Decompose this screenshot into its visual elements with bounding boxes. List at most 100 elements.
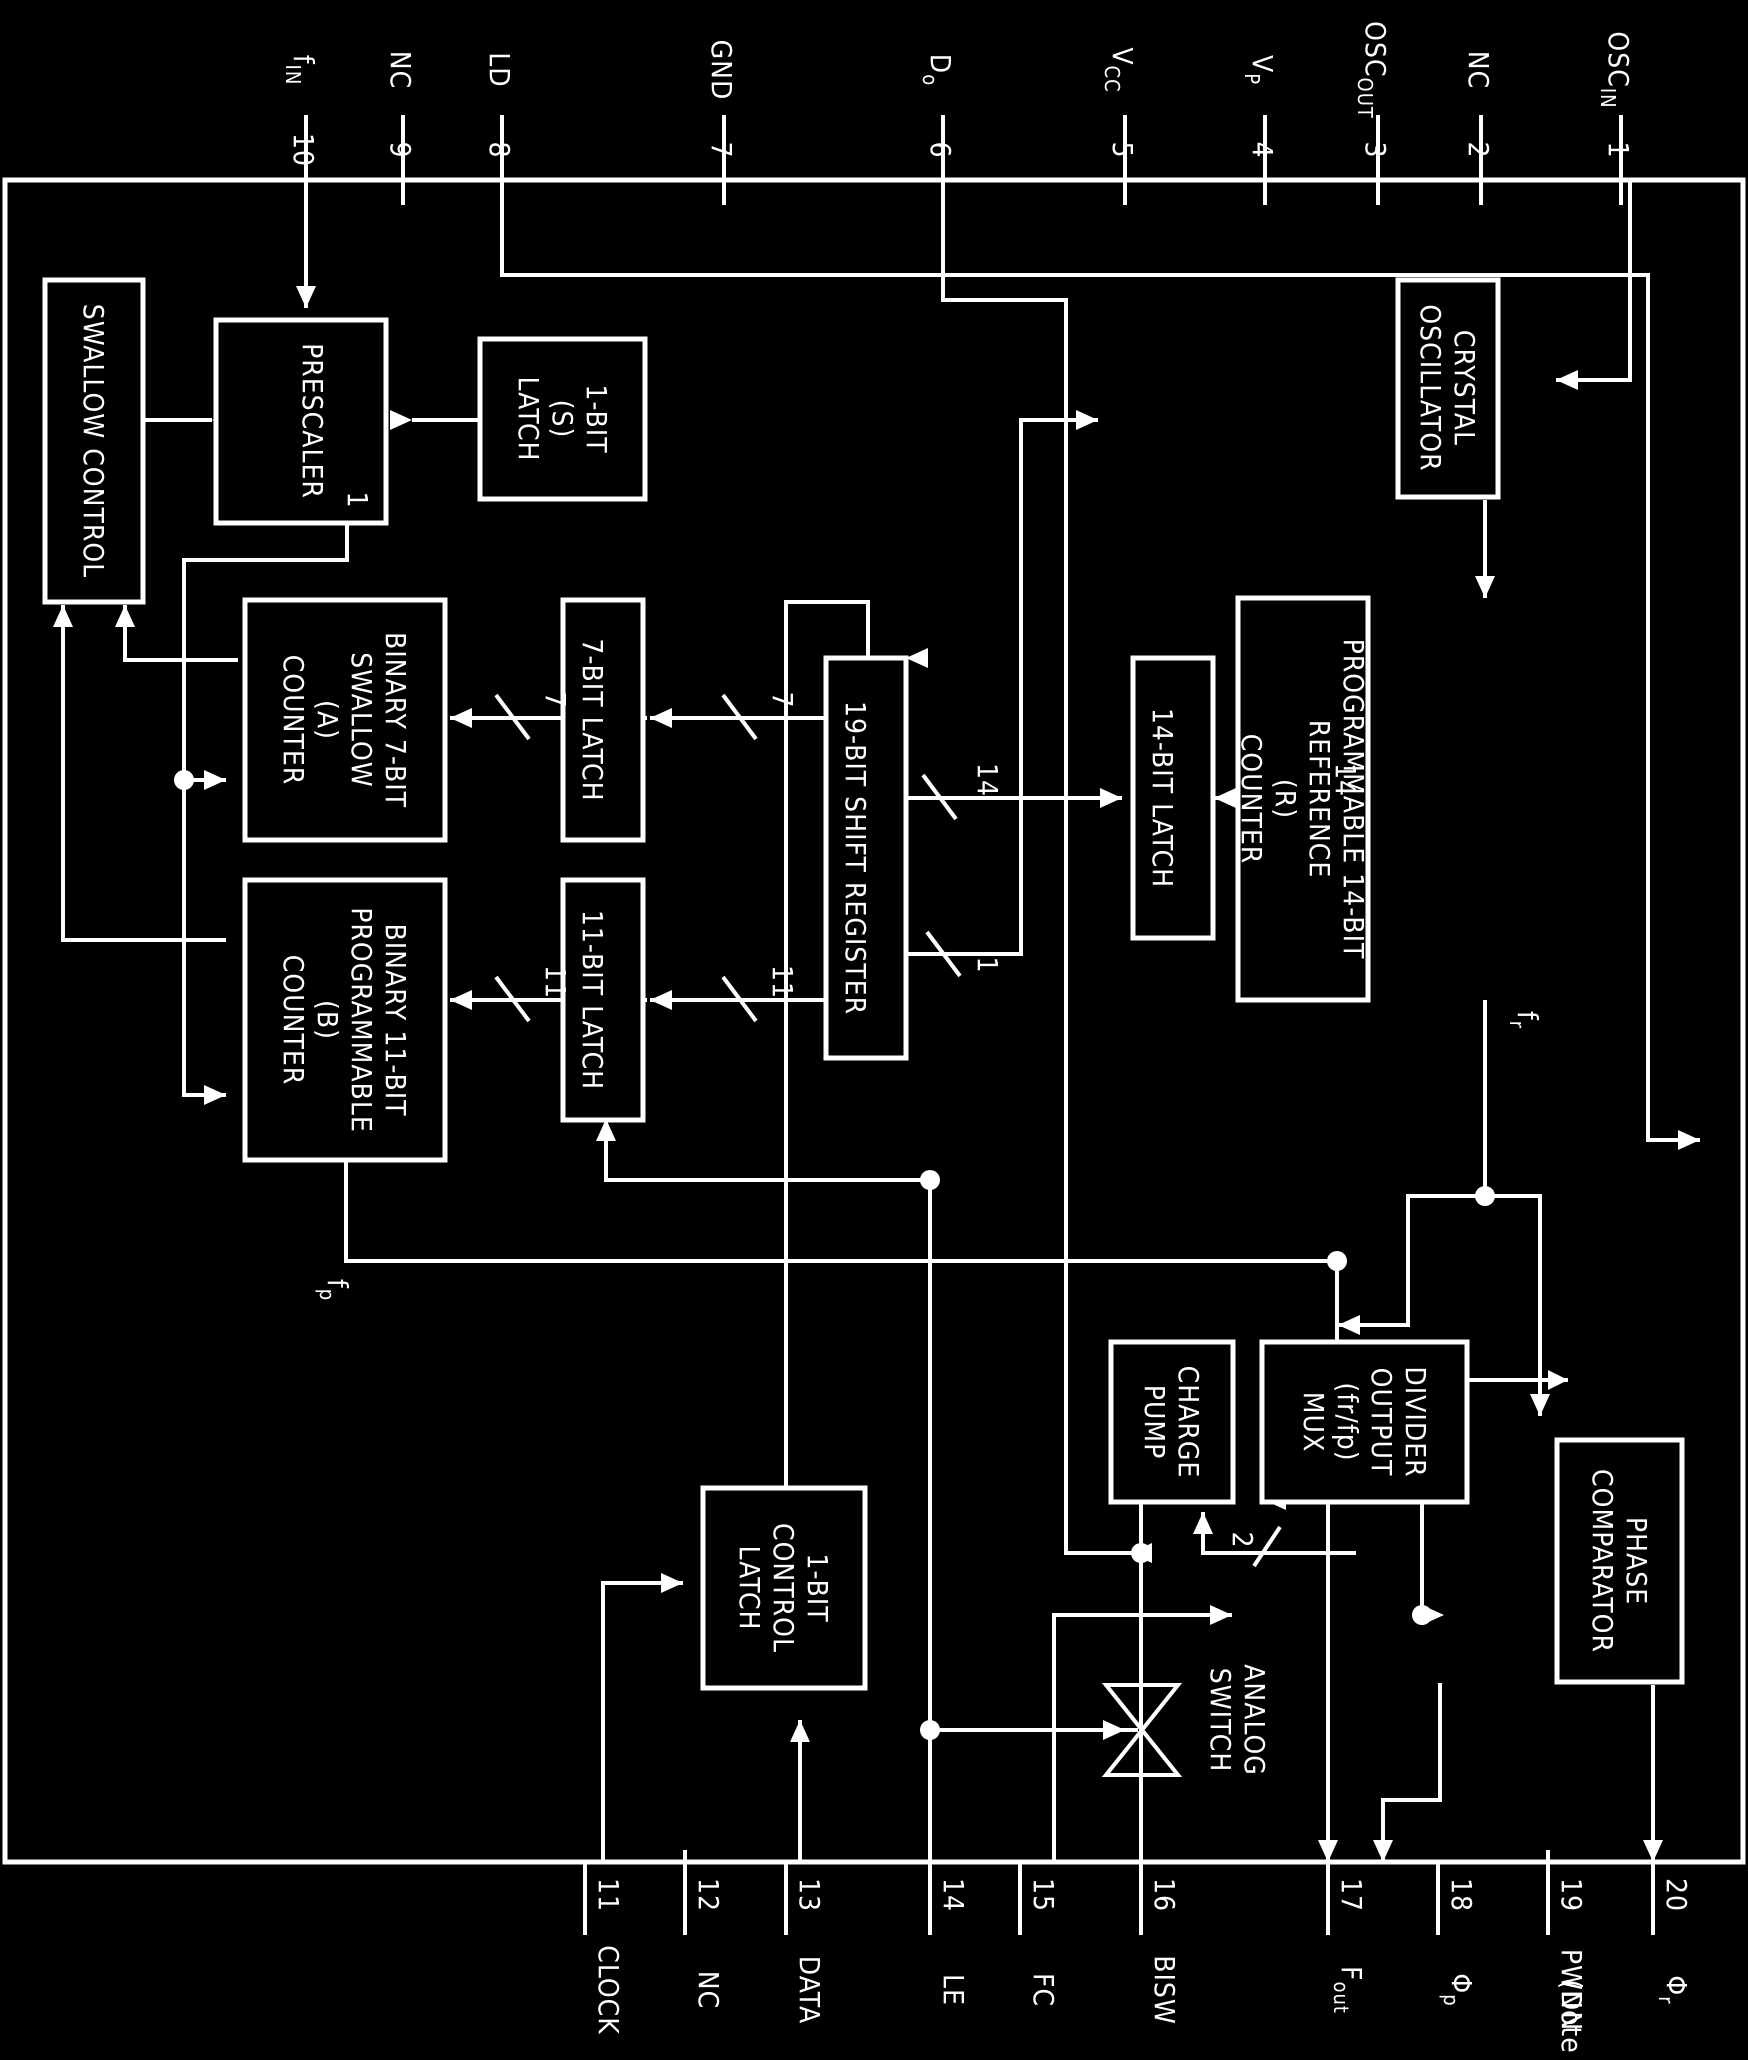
- swallow-counter-label-line-3: COUNTER: [277, 655, 310, 786]
- reference-counter-label-line-1: REFERENCE: [1303, 720, 1336, 879]
- control-latch-label-line-1: CONTROL: [767, 1523, 800, 1653]
- pin-top-7-name: GND: [705, 40, 738, 101]
- bus-width-sr-11: 11: [766, 965, 799, 999]
- pin-top-3-name: OSCOUT: [1353, 21, 1392, 119]
- chip-outline: [2, 177, 1746, 1865]
- control-latch-label-line-2: LATCH: [733, 1545, 766, 1630]
- pin-top-2-number: 2: [1462, 141, 1495, 158]
- swallow-counter-label-line-1: SWALLOW: [345, 652, 378, 787]
- prescaler-label-line-0: PRESCALER: [296, 343, 329, 499]
- pin-bottom-15-name: FC: [1027, 1973, 1060, 2007]
- pin-top-9-number: 9: [384, 141, 417, 158]
- divider-mux-label-line-3: MUX: [1297, 1392, 1330, 1452]
- control-latch-label-line-0: 1-BIT: [801, 1553, 834, 1622]
- analog-switch: [1101, 1683, 1183, 1777]
- latch-1s-label-line-2: LATCH: [512, 376, 545, 461]
- signal-fp-label: fp: [315, 1279, 354, 1301]
- swallow-counter-label-line-0: BINARY 7-BIT: [379, 632, 412, 808]
- analog-switch-label-line-0: ANALOG: [1238, 1664, 1271, 1776]
- latch-14-label-line-0: 14-BIT LATCH: [1146, 708, 1179, 888]
- divider-mux-label-line-2: (fr/fp): [1331, 1382, 1364, 1461]
- latch-7-block: [560, 597, 646, 843]
- pin-top-8-number: 8: [483, 141, 516, 158]
- pin-top-1-name: OSCIN: [1596, 31, 1635, 108]
- pin-top-2-name: NC: [1462, 51, 1495, 89]
- pin-bottom-15-number: 15: [1027, 1878, 1060, 1912]
- latch-14-block: [1130, 655, 1216, 941]
- bus-width-sr-14: 14: [971, 763, 1004, 797]
- shift-register-block: [823, 655, 909, 1061]
- analog-switch-label-line-1: SWITCH: [1204, 1668, 1237, 1773]
- pin-bottom-20-name: Φr: [1654, 1975, 1693, 2004]
- latch-1s-block: [477, 336, 648, 502]
- crystal-oscillator-label-line-1: OSCILLATOR: [1414, 304, 1447, 471]
- swallow-control-label-line-0: SWALLOW CONTROL: [77, 304, 110, 578]
- pin-bottom-19-note: (Note 2): [1555, 1979, 1588, 2060]
- pin-top-1-number: 1: [1602, 141, 1635, 158]
- pin-bottom-14-number: 14: [937, 1878, 970, 1912]
- pin-bottom-18-name: Φp: [1439, 1973, 1478, 2006]
- reference-counter-label-line-3: COUNTER: [1235, 734, 1268, 865]
- prog-counter-label-line-1: PROGRAMMABLE: [345, 907, 378, 1133]
- pin-bottom-11-number: 11: [592, 1878, 625, 1912]
- bus-width-comp-pump: 2: [1226, 1531, 1259, 1548]
- pin-bottom-11-name: CLOCK: [592, 1945, 625, 2035]
- prog-counter-label-line-0: BINARY 11-BIT: [379, 923, 412, 1116]
- prescaler-block: [213, 317, 389, 526]
- reference-counter-label-line-0: PROGRAMMABLE 14-BIT: [1337, 639, 1370, 960]
- divider-mux-block: [1259, 1339, 1470, 1505]
- pin-bottom-12-name: NC: [692, 1971, 725, 2009]
- pin-top-4-number: 4: [1246, 141, 1279, 158]
- crystal-oscillator-label-line-0: CRYSTAL: [1448, 330, 1481, 446]
- pin-top-10-number: 10: [287, 133, 320, 167]
- bus-width-latch11-counter: 11: [539, 965, 572, 999]
- pin-bottom-16-name: BISW: [1148, 1955, 1181, 2025]
- swallow-control-block: [42, 277, 146, 605]
- pin-top-3-number: 3: [1359, 141, 1392, 158]
- charge-pump-label-line-1: PUMP: [1138, 1385, 1171, 1460]
- pin-top-6-name: Do: [918, 54, 957, 86]
- phase-comparator-block: [1554, 1437, 1685, 1685]
- control-latch-block: [700, 1485, 868, 1691]
- latch-7-label-line-0: 7-BIT LATCH: [576, 638, 609, 801]
- latch-11-block: [560, 877, 646, 1123]
- pin-bottom-13-number: 13: [793, 1878, 826, 1912]
- pin-top-4-name: VP: [1240, 55, 1279, 85]
- pin-top-7-number: 7: [705, 141, 738, 158]
- pin-top-10-name: fIN: [281, 55, 320, 86]
- latch-11-label-line-0: 11-BIT LATCH: [576, 910, 609, 1090]
- pin-top-8-name: LD: [483, 52, 516, 87]
- pin-bottom-17-name: Fout: [1329, 1966, 1368, 2014]
- phase-comparator-label-line-0: PHASE: [1620, 1517, 1653, 1605]
- pin-top-9-name: NC: [384, 51, 417, 89]
- crystal-oscillator-block: [1395, 277, 1501, 500]
- pin-top-5-number: 5: [1106, 141, 1139, 158]
- divider-mux-label-line-1: OUTPUT: [1365, 1368, 1398, 1477]
- pin-bottom-12-number: 12: [692, 1878, 725, 1912]
- pin-bottom-13-name: DATA: [793, 1956, 826, 2024]
- prog-counter-label-line-3: COUNTER: [277, 955, 310, 1086]
- bus-width-latch14-ref: 14: [1329, 763, 1362, 797]
- latch-1s-label-line-1: (S): [546, 400, 579, 439]
- pin-top-5-name: VCC: [1100, 47, 1139, 92]
- charge-pump-label-line-0: CHARGE: [1172, 1366, 1205, 1479]
- pin-top-6-number: 6: [924, 141, 957, 158]
- latch-1s-label-line-0: 1-BIT: [580, 384, 613, 453]
- divider-mux-label-line-0: DIVIDER: [1399, 1366, 1432, 1477]
- charge-pump-block: [1108, 1339, 1236, 1505]
- bus-width-latch7-counter: 7: [539, 691, 572, 708]
- prescaler-pin-label: 1: [341, 491, 374, 508]
- junctions: [174, 770, 1495, 1740]
- swallow-counter-label-line-2: (A): [311, 700, 344, 740]
- phase-comparator-label-line-1: COMPARATOR: [1586, 1469, 1619, 1653]
- pin-bottom-19-number: 19: [1555, 1878, 1588, 1912]
- bus-width-sr-7: 7: [766, 691, 799, 708]
- reference-counter-label-line-2: (R): [1269, 779, 1302, 819]
- pin-bottom-18-number: 18: [1445, 1878, 1478, 1912]
- signal-fr-label: fr: [1505, 1011, 1544, 1029]
- swallow-counter-block: [242, 597, 448, 843]
- pin-bottom-14-name: LE: [937, 1974, 970, 2006]
- prog-counter-label-line-2: (B): [311, 1000, 344, 1040]
